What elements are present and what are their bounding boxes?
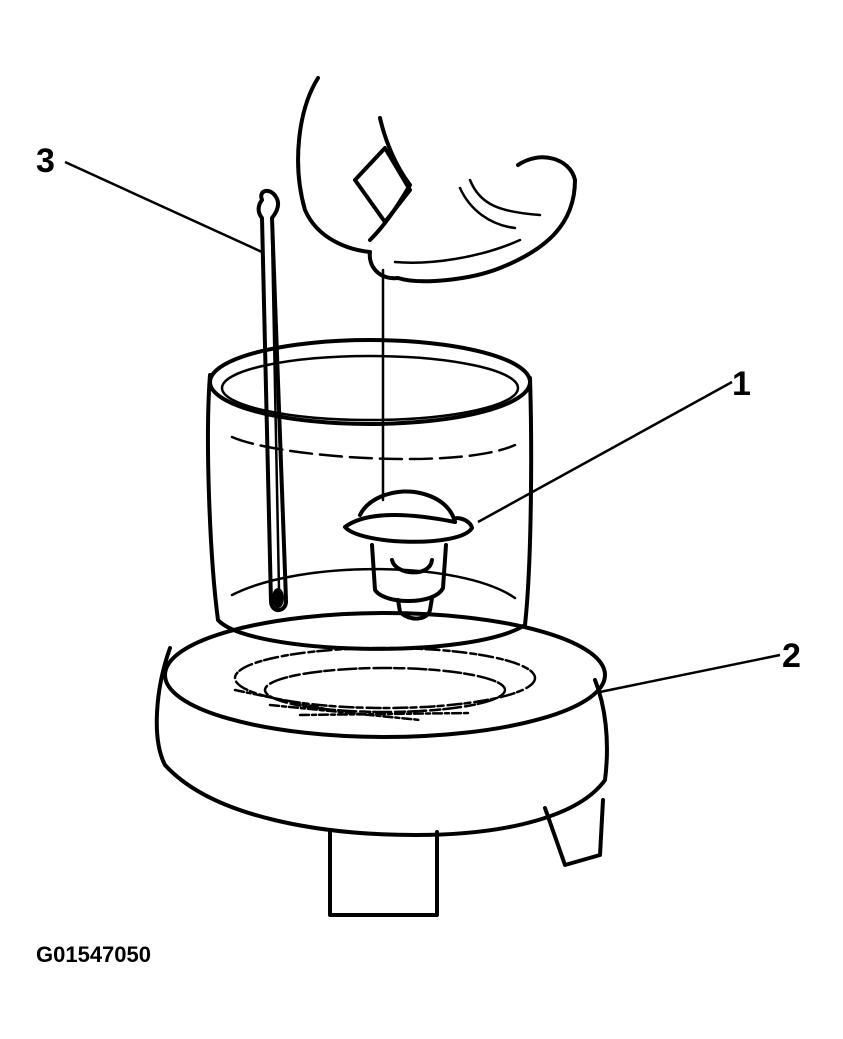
thermostat	[343, 489, 474, 621]
thermometer	[256, 188, 288, 612]
thermostat-bottom	[396, 596, 434, 621]
finger-crease-2	[458, 186, 517, 230]
hot-plate-top	[163, 611, 607, 739]
callout-3-label: 3	[36, 142, 55, 180]
beaker-rim-inner	[220, 354, 520, 422]
figure-id: G01547050	[36, 942, 151, 967]
thermostat-dome	[358, 489, 457, 524]
hot-plate-body	[154, 646, 609, 837]
beaker-wall	[206, 373, 534, 651]
hand-outline	[296, 76, 577, 284]
thermometer-bulb	[272, 588, 284, 608]
thermostat-valve	[390, 558, 434, 575]
leader-line-2	[594, 653, 781, 695]
finger-crease-1	[393, 238, 522, 264]
hot-plate-side-leg	[543, 798, 605, 867]
hot-plate	[154, 611, 609, 917]
thumb-nail	[353, 146, 412, 224]
heating-coil-inner	[263, 666, 507, 714]
water-beaker	[206, 338, 534, 651]
thumb-outline	[368, 116, 412, 242]
beaker-bottom	[230, 567, 517, 600]
water-level-line	[230, 435, 517, 461]
callout-1-label: 1	[732, 365, 751, 403]
callout-2-label: 2	[782, 637, 801, 675]
finger-crease-3	[468, 178, 542, 217]
leader-line-1	[477, 380, 733, 524]
hot-plate-front-leg	[328, 828, 439, 917]
thermometer-column	[270, 233, 281, 592]
leader-line-3	[64, 160, 263, 254]
beaker-rim-outer	[208, 338, 532, 426]
thermometer-body	[256, 188, 288, 612]
hand	[296, 76, 577, 284]
heating-coil-marks	[233, 688, 472, 722]
thermostat-body	[370, 543, 448, 603]
thermostat-flange	[343, 513, 474, 544]
